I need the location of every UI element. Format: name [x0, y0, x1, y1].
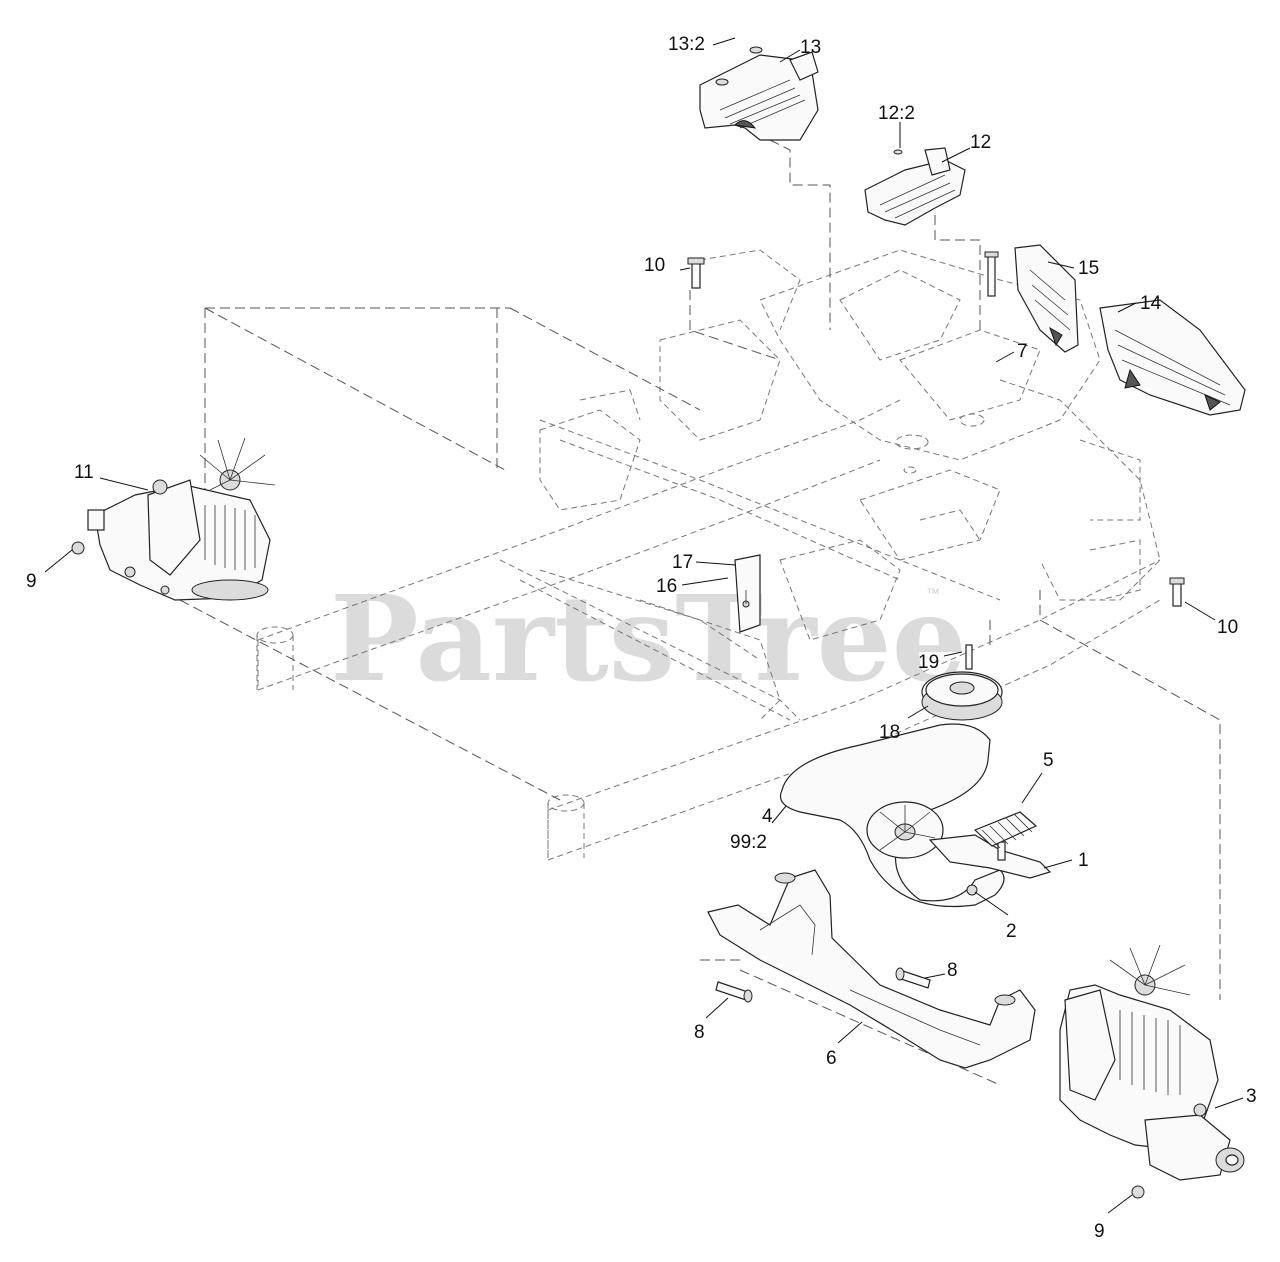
bolt-10-left	[691, 261, 701, 289]
callout-9-right: 9	[1094, 1221, 1105, 1242]
part-12-shield	[864, 147, 966, 226]
callout-10-right: 10	[1217, 617, 1238, 638]
part-11-hydro	[87, 437, 276, 601]
callout-11: 11	[74, 462, 94, 483]
callout-15: 15	[1078, 258, 1099, 279]
alignment-lines	[179, 139, 1221, 1086]
part-15-shield	[1014, 244, 1079, 353]
callout-99-2: 99:2	[730, 832, 767, 853]
callout-6: 6	[826, 1048, 837, 1069]
watermark-trademark: ™	[926, 585, 940, 601]
watermark-text: PartsTree	[330, 569, 967, 708]
pins-8	[715, 967, 931, 1003]
callout-9-left: 9	[26, 571, 37, 592]
part-1-idler	[866, 801, 1052, 879]
callout-3: 3	[1246, 1086, 1257, 1107]
callout-8-left: 8	[694, 1022, 705, 1043]
callout-17: 17	[672, 552, 693, 573]
callout-18: 18	[879, 722, 900, 743]
watermark: PartsTree ™	[330, 569, 967, 708]
chassis-frame	[256, 249, 1161, 861]
washer-2	[966, 884, 978, 896]
callout-14: 14	[1140, 293, 1162, 314]
callout-16: 16	[656, 576, 677, 597]
bolt-7	[987, 255, 996, 297]
callout-10-left: 10	[644, 255, 665, 276]
callout-8-right: 8	[947, 960, 958, 981]
callout-19: 19	[918, 652, 939, 673]
part-14-shield	[1099, 299, 1246, 416]
part-6-mount	[707, 869, 1036, 1069]
bracket-17	[734, 554, 761, 633]
callout-5: 5	[1043, 750, 1054, 771]
bolt-10-right	[1172, 581, 1182, 607]
key-19	[965, 644, 973, 670]
callout-7: 7	[1017, 341, 1028, 362]
callout-1: 1	[1078, 850, 1089, 871]
part-13-shield	[699, 46, 819, 141]
callouts: 1 2 3 4 99:2 5 6 7 8 8 9 9 10 10 11 12 1…	[26, 34, 1257, 1242]
fasteners	[687, 251, 1185, 670]
part-5-spring	[973, 811, 1038, 849]
callout-13-2: 13:2	[668, 34, 705, 55]
callout-13: 13	[800, 37, 821, 58]
callout-12: 12	[970, 132, 991, 153]
part-3-hydro	[1059, 944, 1245, 1181]
nut-9-right	[1131, 1185, 1145, 1199]
part-18-pulley	[921, 671, 1003, 721]
callout-2: 2	[1006, 921, 1017, 942]
leader-lines	[44, 37, 1244, 1214]
callout-12-2: 12:2	[878, 103, 915, 124]
callout-4: 4	[762, 806, 773, 827]
nut-9-left	[71, 541, 85, 555]
